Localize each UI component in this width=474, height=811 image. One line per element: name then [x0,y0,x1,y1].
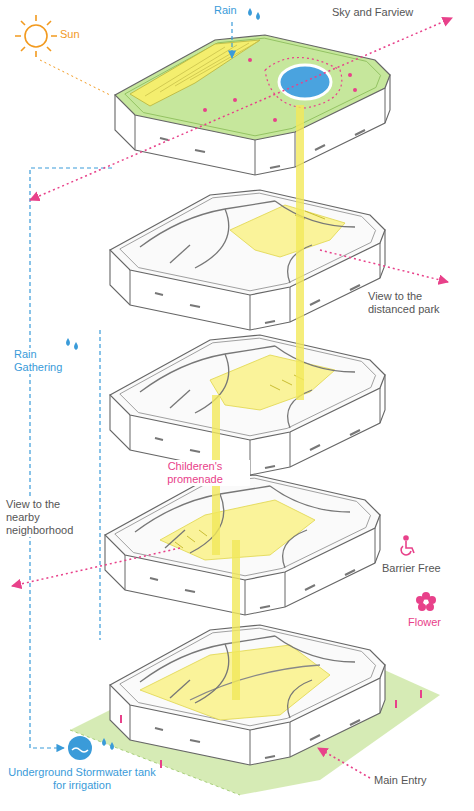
roof-level [203,108,207,112]
floor-plate [110,625,385,765]
tree-marks [160,760,162,768]
sun-icon [25,25,47,47]
floor-plate [110,625,385,765]
floor-plate [105,475,380,615]
flower-icon [428,596,436,604]
floor-plate [210,355,335,410]
rain-icon [102,738,106,746]
sun-icon [15,15,57,57]
annotation-label: Sky and Farview [330,6,440,19]
tank-icon [68,736,92,760]
roof-level [115,35,390,140]
roof-level [273,118,277,122]
tank-icon [72,748,88,752]
view-arrow [318,748,370,778]
annotation-label: Main Entry [372,774,452,787]
flower-icon [418,603,426,611]
roof-level [203,58,357,122]
floor-plate [105,475,380,615]
annotation-label: Underground Stormwater tank for irrigati… [6,766,158,792]
floor-plate [110,190,385,330]
roof-level [348,73,352,77]
tree-marks [420,690,422,698]
rain-gathering-line [30,168,112,748]
floor-plate [110,335,385,475]
floor-plate [140,346,355,428]
annotation-label: Rain Gathering [12,348,70,374]
annotation-label: Flower [406,616,456,629]
rain-icon [248,8,252,16]
tree-marks [395,700,397,708]
rain-icon [66,338,70,346]
roof-level [115,35,390,175]
roof-level [125,38,381,136]
roof-level [265,58,342,109]
rain-icon [66,8,260,750]
sun-icon [15,15,57,57]
vertical-circulation [232,540,240,700]
annotation-label: View to the distanced park [366,290,468,316]
floor-plate [110,335,385,475]
flower-icon [416,596,424,604]
tree-marks [120,715,122,723]
roof-level [233,98,237,102]
floor-plate [135,486,350,568]
rain-flow [231,22,232,58]
rain-downpipe [99,330,100,640]
flower-icon [424,600,429,605]
vertical-circulation [212,105,304,700]
floor-plate [230,205,345,257]
annotation-label: Rain [212,4,248,17]
wheelchair-icon [401,546,411,555]
roof-level [353,88,357,92]
annotation-label: Barrier Free [380,562,460,575]
rain-icon [256,12,260,20]
roof-level [279,65,331,99]
annotation-label: View to the nearby neighborhood [4,498,90,537]
roof-level [248,58,252,62]
roof-level [130,40,260,106]
floor-plate [110,190,385,330]
wheelchair-icon [401,536,414,555]
rain-icon [74,342,78,350]
flower-icon [416,592,436,611]
floor-plate [140,636,355,718]
sun-ray [40,60,110,95]
floor-plate [140,201,355,283]
rain-icon [110,742,114,750]
tank-icon [68,736,92,760]
annotation-label: Sun [58,28,98,41]
view-arrow [320,250,448,282]
flower-icon [426,603,434,611]
wheelchair-icon [406,541,414,553]
wheelchair-icon [404,536,408,540]
view-arrow [12,18,452,778]
view-arrow [30,18,452,200]
view-arrow [12,548,180,586]
roof-level [145,41,259,96]
vertical-circulation [296,105,304,400]
annotation-label: Childeren's promenade [140,460,250,486]
tree-marks [120,690,422,768]
